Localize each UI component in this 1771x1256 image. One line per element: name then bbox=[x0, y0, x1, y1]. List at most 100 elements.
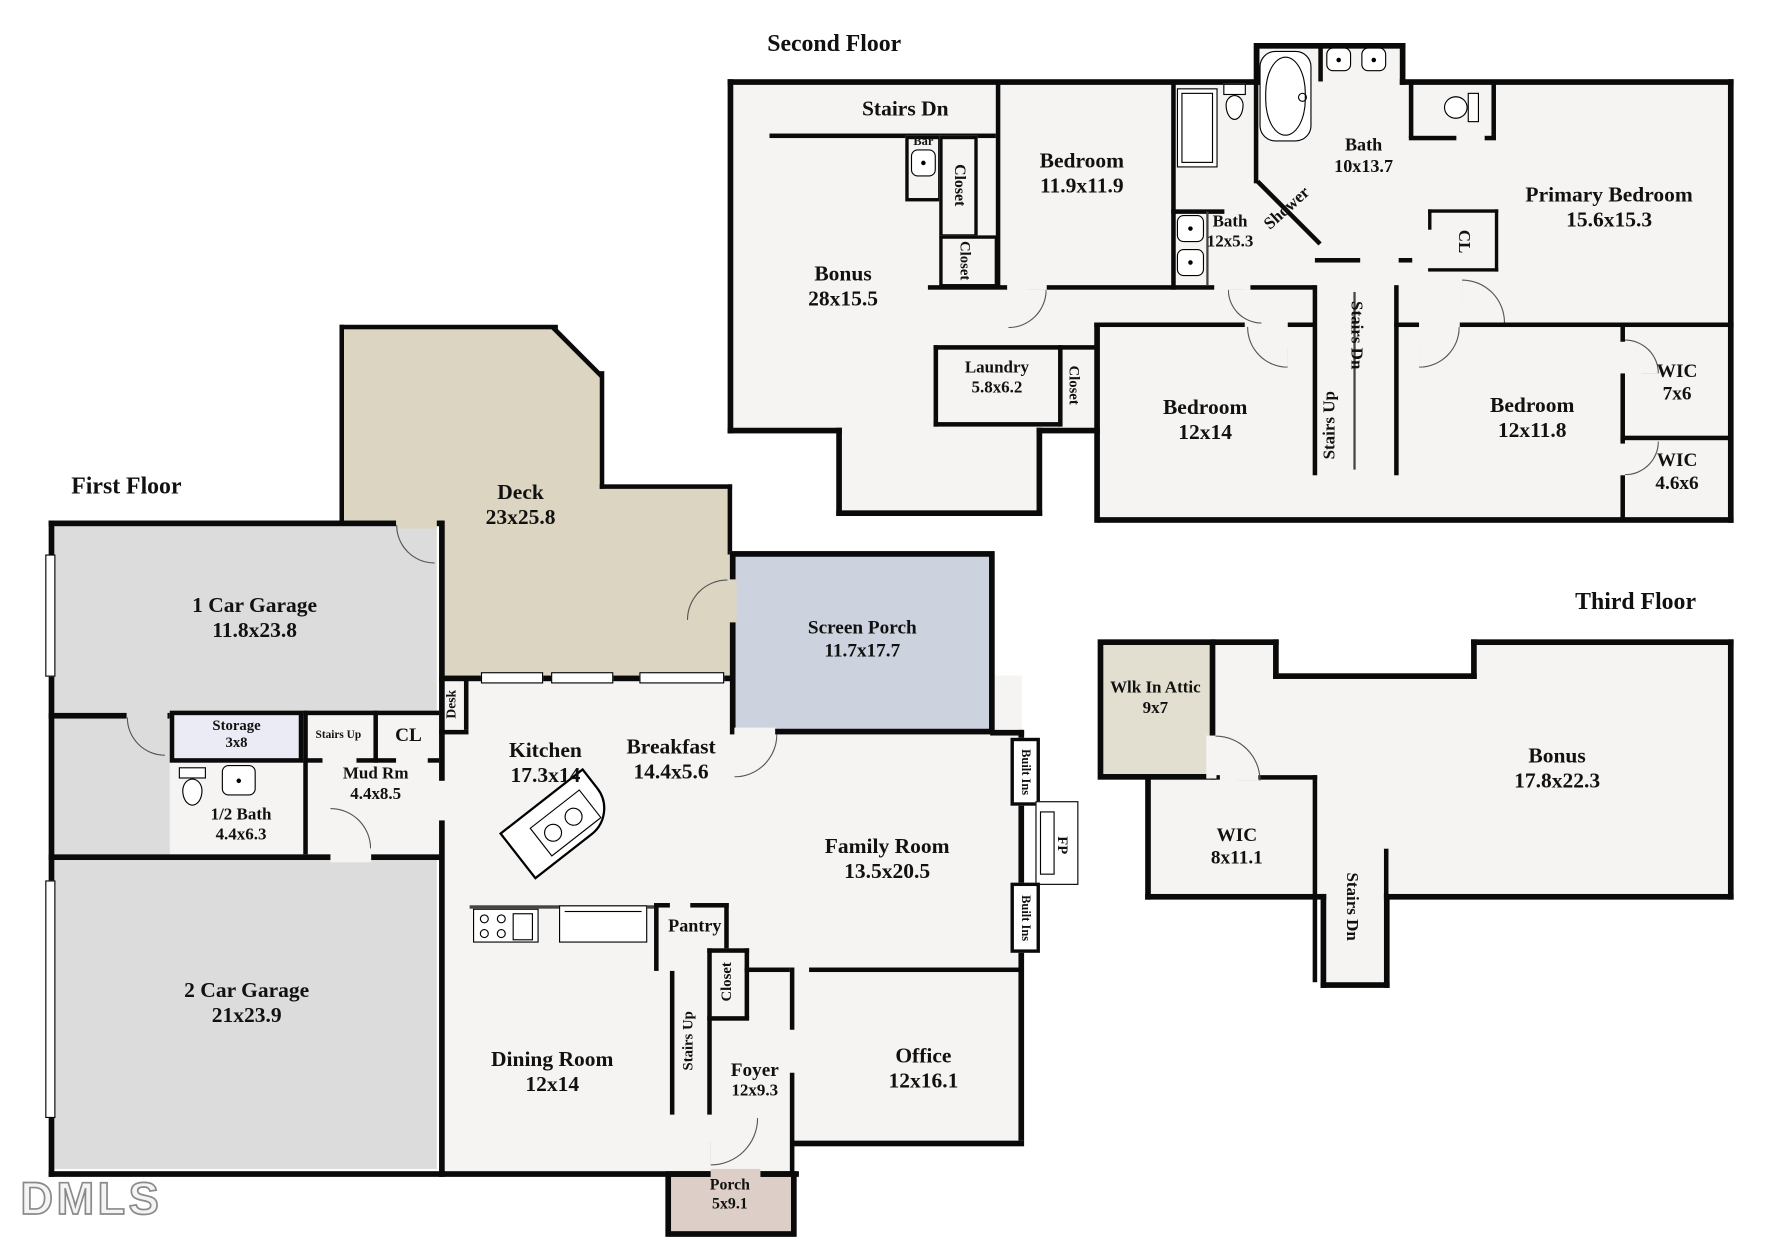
wall-segment bbox=[1408, 135, 1457, 141]
wall-segment bbox=[48, 854, 444, 861]
room-name: Bedroom bbox=[1489, 393, 1575, 418]
wall-segment bbox=[789, 967, 795, 1030]
wall-segment bbox=[836, 427, 842, 517]
wall-segment bbox=[373, 710, 378, 763]
wall-segment bbox=[1312, 775, 1318, 983]
wall-segment bbox=[933, 345, 1099, 350]
room-name: Dining Room bbox=[490, 1047, 614, 1072]
label-attic: Wlk In Attic 9x7 bbox=[1099, 679, 1212, 719]
dmls-watermark: DMLS bbox=[20, 1174, 163, 1225]
shower-stall-icon bbox=[1176, 88, 1218, 168]
wall-segment bbox=[707, 948, 712, 1115]
wall-segment bbox=[303, 710, 378, 716]
vanity-sink-icon bbox=[1361, 47, 1387, 72]
room-name: Porch bbox=[709, 1176, 750, 1194]
label-primary: Primary Bedroom 15.6x15.3 bbox=[1494, 183, 1725, 234]
label-deck: Deck 23x25.8 bbox=[441, 481, 599, 532]
garage-window bbox=[45, 880, 56, 1119]
label-cl-2f: CL bbox=[1454, 229, 1473, 253]
wall-segment bbox=[1394, 285, 1399, 476]
wall-segment bbox=[927, 285, 1008, 290]
label-closet-b: Closet bbox=[957, 240, 975, 280]
wall-segment bbox=[1273, 673, 1477, 679]
wall-segment bbox=[669, 970, 675, 1115]
label-kitchen: Kitchen 17.3x14 bbox=[475, 739, 615, 790]
room-dims: 23x25.8 bbox=[485, 506, 556, 531]
room-name: CL bbox=[395, 724, 422, 746]
wall-segment bbox=[654, 903, 670, 908]
wall-segment bbox=[727, 79, 1260, 85]
room-dims: 12x9.3 bbox=[731, 1081, 779, 1100]
wall-segment bbox=[744, 967, 790, 973]
wall-segment bbox=[809, 967, 1022, 973]
bar-sink-icon bbox=[910, 149, 936, 177]
room-name: Stairs Up bbox=[315, 728, 362, 742]
wall-segment bbox=[933, 345, 939, 427]
label-bath-jack: Bath 12x5.3 bbox=[1204, 213, 1256, 253]
wall-segment bbox=[339, 324, 345, 526]
wall-segment bbox=[1273, 639, 1279, 679]
label-porch: Porch 5x9.1 bbox=[679, 1177, 781, 1214]
wall-segment bbox=[48, 520, 444, 527]
label-bedroom1-2f: Bedroom 11.9x11.9 bbox=[996, 149, 1168, 200]
wall-segment bbox=[933, 422, 1061, 427]
wall-segment bbox=[1258, 775, 1318, 780]
wall-segment bbox=[303, 758, 323, 763]
wall-segment bbox=[1058, 345, 1063, 427]
wall-segment bbox=[1399, 79, 1734, 85]
third-floor-title: Third Floor bbox=[1575, 587, 1697, 615]
label-laundry: Laundry 5.8x6.2 bbox=[941, 359, 1052, 399]
label-stairs-dn-2f: Stairs Dn bbox=[843, 97, 967, 122]
sink-icon bbox=[221, 764, 256, 796]
room-name: Wlk In Attic bbox=[1110, 678, 1201, 698]
label-stairs-dn2: Stairs Dn bbox=[1347, 300, 1366, 370]
wall-segment bbox=[1171, 209, 1225, 214]
label-closet-a: Closet bbox=[950, 164, 968, 207]
garage-window bbox=[45, 554, 56, 677]
storage-area bbox=[169, 710, 304, 763]
wall-segment bbox=[1171, 83, 1176, 290]
room-name: Kitchen bbox=[508, 738, 582, 763]
wall-segment bbox=[463, 678, 469, 730]
label-screen-porch: Screen Porch 11.7x17.7 bbox=[760, 617, 964, 662]
room-name: Mud Rm bbox=[342, 764, 409, 784]
wall-segment bbox=[1484, 135, 1496, 141]
label-half-bath: 1/2 Bath 4.4x6.3 bbox=[187, 806, 296, 846]
wall-segment bbox=[1459, 322, 1734, 328]
wall-segment bbox=[1620, 322, 1625, 342]
first-floor-title: First Floor bbox=[71, 471, 182, 500]
wall-segment bbox=[1046, 285, 1215, 290]
wall-segment bbox=[339, 324, 558, 330]
room-dims: 11.7x17.7 bbox=[824, 639, 901, 661]
toilet-tank-icon bbox=[1467, 92, 1480, 123]
wall-segment bbox=[1097, 517, 1734, 523]
label-breakfast: Breakfast 14.4x5.6 bbox=[601, 736, 741, 787]
wall-segment bbox=[303, 710, 308, 855]
wall-segment bbox=[707, 948, 750, 953]
wall-segment bbox=[792, 1140, 1025, 1147]
window bbox=[551, 672, 614, 684]
sink-icon bbox=[1176, 248, 1205, 277]
label-stairs-up-1f: Stairs Up bbox=[678, 1011, 696, 1071]
room-name: Screen Porch bbox=[807, 616, 917, 639]
room-dims: 7x6 bbox=[1662, 382, 1692, 405]
label-fp: FP bbox=[1054, 836, 1072, 855]
room-name: Bath bbox=[1344, 135, 1383, 156]
room-name: Family Room bbox=[824, 835, 950, 859]
room-name: Laundry bbox=[964, 358, 1030, 377]
wall-segment bbox=[330, 852, 372, 863]
wall-segment bbox=[1253, 47, 1259, 184]
wall-segment bbox=[1312, 285, 1318, 476]
room-name: 1/2 Bath bbox=[210, 805, 272, 824]
wall-segment bbox=[1428, 209, 1432, 230]
label-cl-1f: CL bbox=[378, 724, 439, 747]
attic-area bbox=[1097, 639, 1216, 780]
wall-segment bbox=[707, 1016, 750, 1021]
room-name: Stairs Dn bbox=[861, 97, 949, 122]
wall-segment bbox=[1408, 83, 1414, 139]
wall-segment bbox=[1398, 258, 1413, 263]
counter-appliance-icon bbox=[559, 905, 648, 943]
wall-segment bbox=[48, 712, 127, 719]
room-dims: 28x15.5 bbox=[808, 287, 878, 312]
wall-segment bbox=[439, 520, 445, 781]
